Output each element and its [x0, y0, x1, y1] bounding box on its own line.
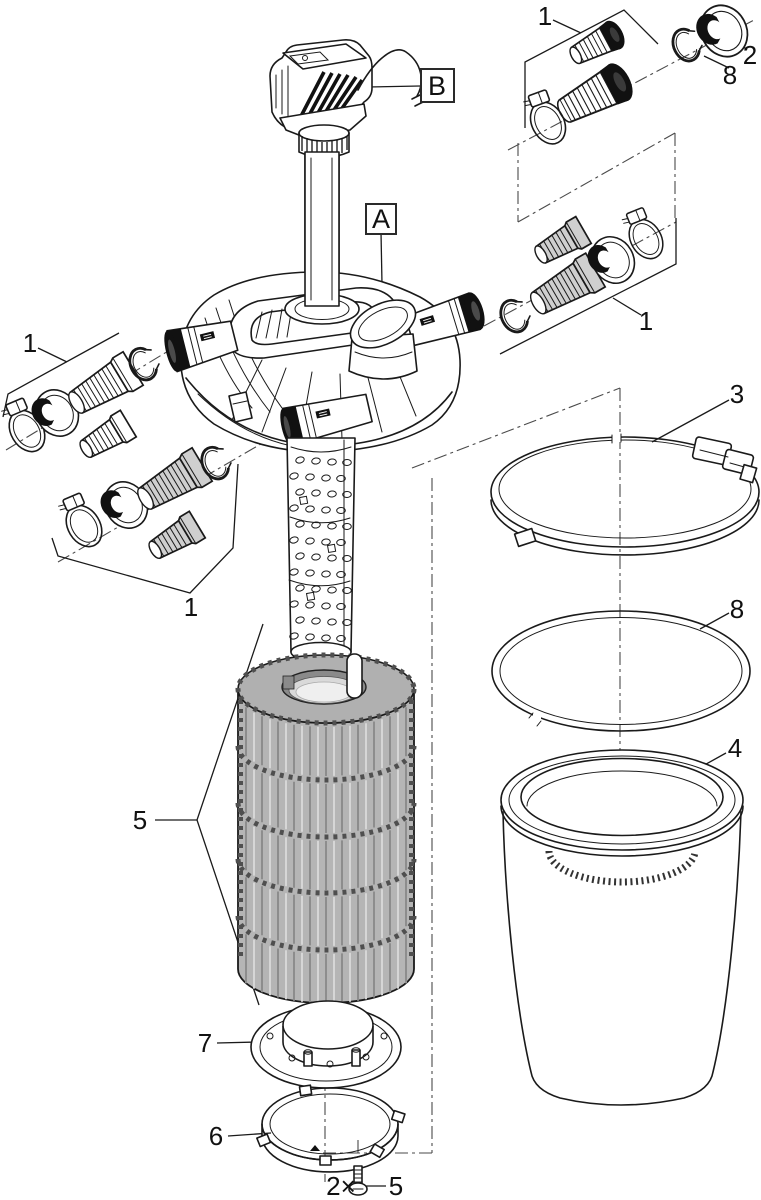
- callout-8-clip: 8: [723, 60, 737, 90]
- outlet-spout: [348, 299, 418, 380]
- ref-box-a: A: [365, 203, 397, 235]
- quartz-tube-lower: [304, 151, 340, 307]
- callout-screw-qty: 2×: [326, 1171, 356, 1200]
- callout-5-foam: 5: [133, 805, 147, 835]
- callout-labels: 1 2 8 1 3 8 4 1 1 5 7 6 2× 5: [23, 1, 757, 1200]
- clamp-ring: [490, 433, 760, 556]
- callout-5-screw: 5: [389, 1171, 403, 1200]
- callout-4: 4: [728, 733, 742, 763]
- clamp-ring-latch: [691, 436, 758, 484]
- callout-7: 7: [198, 1028, 212, 1058]
- ref-label-b: B: [428, 71, 446, 101]
- lid-bottom-port: [280, 393, 373, 447]
- bottom-plate: [250, 1000, 402, 1089]
- screw: [348, 1165, 368, 1196]
- callout-8-oring: 8: [730, 594, 744, 624]
- uv-lamp-tip: [346, 653, 363, 699]
- callout-3: 3: [730, 379, 744, 409]
- bottom-ring: [256, 1084, 406, 1173]
- callout-6: 6: [209, 1121, 223, 1151]
- uvc-controller-head: [269, 39, 424, 313]
- container-rim: [500, 749, 744, 886]
- ref-box-b: B: [420, 68, 455, 103]
- filter-lid: [179, 271, 461, 453]
- alignment-arrow: [310, 1145, 320, 1151]
- callout-1-left-lower: 1: [184, 592, 198, 622]
- o-ring: [491, 610, 751, 732]
- foam-center-hole: [281, 669, 367, 705]
- callout-1-left-upper: 1: [23, 328, 37, 358]
- callout-1-mid-right: 1: [639, 306, 653, 336]
- callout-2: 2: [743, 40, 757, 70]
- fitting-set-left-upper: [0, 341, 165, 466]
- strainer-tube: [286, 437, 356, 663]
- ref-label-a: A: [372, 204, 390, 234]
- fitting-set-left-lower: [51, 440, 237, 567]
- lid-left-port: [164, 320, 239, 373]
- callout-1-top-right: 1: [538, 1, 552, 31]
- filter-container: [500, 749, 744, 1106]
- foam-stack: [235, 652, 417, 1004]
